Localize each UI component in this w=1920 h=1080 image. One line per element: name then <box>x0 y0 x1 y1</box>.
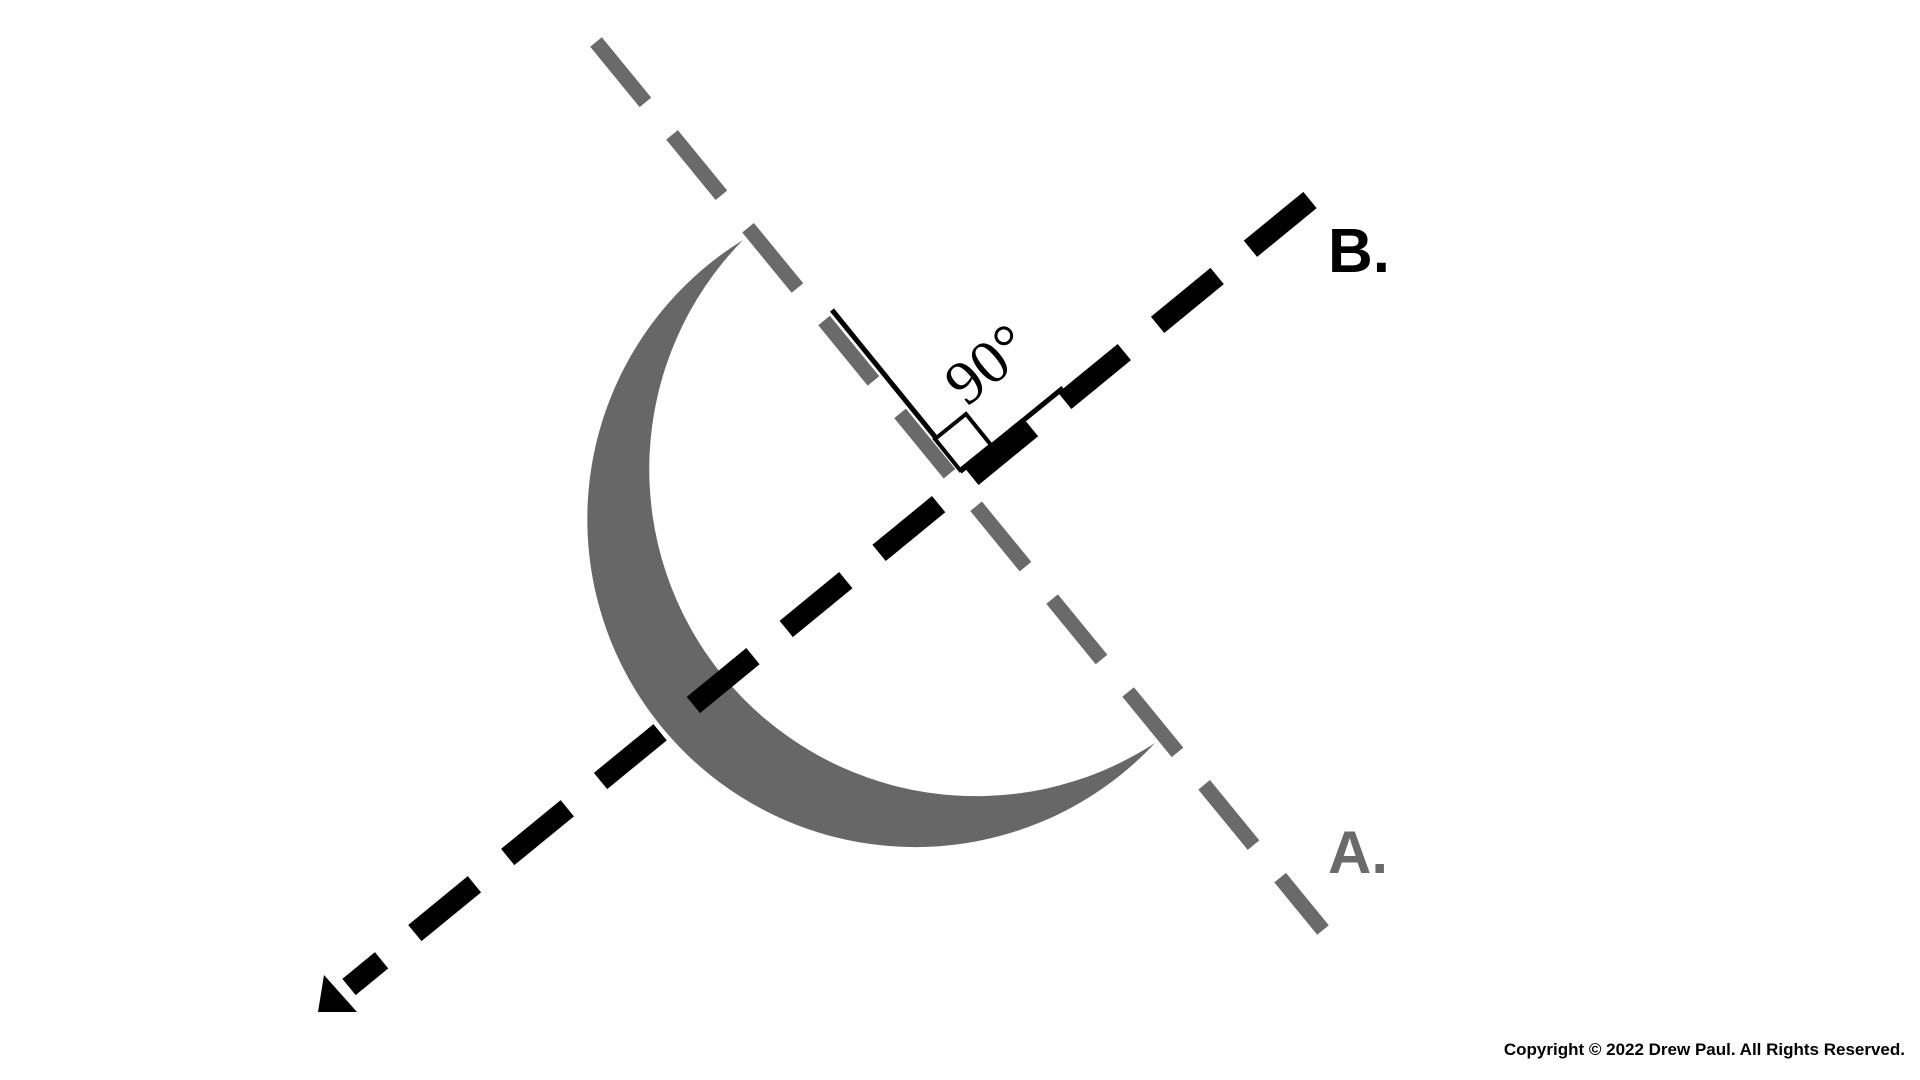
angle-label: 90° <box>932 311 1042 419</box>
arrowhead-icon <box>318 975 357 1012</box>
axis-a-label: A. <box>1328 819 1388 886</box>
right-angle-square <box>932 411 994 473</box>
axis-b-label: B. <box>1328 217 1390 286</box>
copyright-notice: Copyright © 2022 Drew Paul. All Rights R… <box>1503 1040 1905 1059</box>
axis-a-dashed-line <box>590 37 1329 935</box>
axis-b-dashed-line <box>342 191 1317 996</box>
crescent-shape <box>587 240 1155 848</box>
